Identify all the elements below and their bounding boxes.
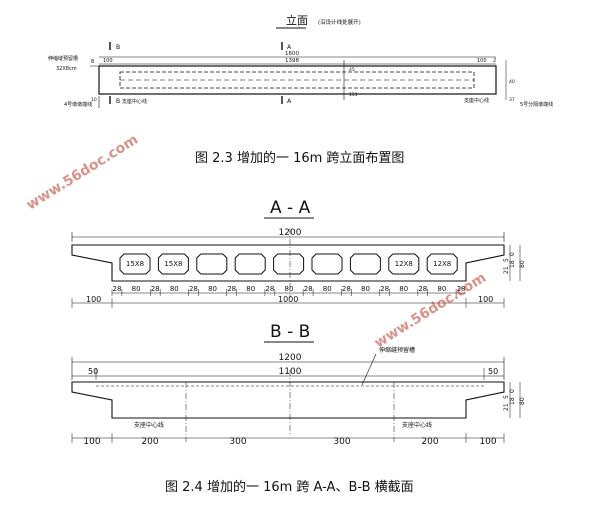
girder-outline [98, 65, 497, 95]
section-a-marker-top: A [287, 44, 292, 51]
section-bb-dim-right-top: 50 [488, 367, 498, 376]
section-bb-bdim-5: 200 [421, 437, 438, 447]
hollow-cell [273, 253, 305, 275]
section-bb-center-left: 支座中心线 [134, 421, 164, 429]
section-bb-dim-total: 1200 [279, 353, 302, 363]
caption-figure-2-4: 图 2.4 增加的一 16m 跨 A-A、B-B 横截面 [165, 479, 414, 495]
section-bb-right-dim-0: 0 [509, 389, 516, 393]
section-bb-dim-left-top: 50 [88, 367, 98, 376]
section-aa-bottom-dim: 28 [265, 285, 274, 293]
section-aa-bottom-dim: 28 [112, 285, 121, 293]
watermark-left: www.56doc.com [24, 132, 141, 214]
elevation-dim-right-a: 100 [477, 58, 487, 64]
section-aa-right-dim-80: 80 [519, 260, 526, 268]
section-bb-groove-label: 伸缩缝预留槽 [379, 346, 415, 354]
section-aa-bottom-dim: 28 [457, 285, 466, 293]
right-label-pier-end: 5号分隔墩端线 [520, 101, 553, 108]
section-aa-bottom-dim: 28 [304, 285, 313, 293]
section-aa-right-dim-5: 5 [503, 258, 510, 262]
hollow-cell-label: 12X8 [433, 260, 451, 268]
section-aa-bottom-dim: 80 [361, 285, 370, 293]
section-a-marker-bottom: A [287, 98, 292, 105]
hollow-cell [349, 253, 381, 275]
section-aa-bottom-dim: 80 [437, 285, 446, 293]
elevation-dim-left-bottom: 10 [91, 97, 97, 103]
section-aa-bottom-dim: 28 [418, 285, 427, 293]
section-aa-bottom-dim: 80 [399, 285, 408, 293]
section-aa-outline [71, 244, 505, 282]
left-label-pier-end: 4号墩墩端线 [64, 101, 92, 108]
elevation-dim-inner: 1398 [285, 58, 299, 64]
caption-figure-2-3: 图 2.3 增加的一 16m 跨立面布置图 [195, 150, 404, 166]
section-aa-bottom-dim: 80 [132, 285, 141, 293]
hollow-cell [234, 253, 266, 275]
section-bb-bdim-3: 300 [229, 437, 246, 447]
section-bb-bdim-4: 300 [333, 437, 350, 447]
hollow-cell [119, 253, 151, 275]
left-label-groove: 伸缩缝预留槽 [48, 55, 78, 62]
section-aa-bottom-dim: 28 [227, 285, 236, 293]
hollow-cell [311, 253, 343, 275]
elevation-title: 立面 [286, 13, 308, 27]
elevation-dim-top-ctr: 45 [349, 67, 355, 73]
hollow-cell [388, 253, 420, 275]
section-aa-right-dim-18: 18 [509, 260, 516, 268]
section-bb: B - B 1200 1100 50 50 伸缩缝预留槽 支座中心线 支座中心线… [71, 322, 526, 447]
center-line-left: 支座中心线 [122, 98, 147, 105]
section-bb-title: B - B [270, 322, 310, 342]
hollow-cell-label: 15X8 [164, 260, 182, 268]
elevation-dim-right-bottom: 37 [509, 97, 515, 103]
watermark-right: www.56doc.com [372, 270, 489, 352]
section-aa-bottom-dims: 28 80 28 80 28 80 28 80 28 80 28 80 28 80 28 80 28 80 28 [111, 285, 466, 296]
hollow-cell-label: 15X8 [126, 260, 144, 268]
section-aa-bottom-dim: 80 [246, 285, 255, 293]
section-aa-bottom-dim: 80 [170, 285, 179, 293]
hollow-cell-label: 12X8 [395, 260, 413, 268]
right-label-center: 支座中心线 [464, 97, 489, 104]
elevation-title-note: (沿设计线处展开) [318, 18, 361, 26]
hollow-cell [157, 253, 189, 275]
section-bb-bdim-6: 100 [479, 437, 496, 447]
section-aa-right-dim-21: 21 [503, 266, 510, 274]
section-aa-bottom-dim: 28 [189, 285, 198, 293]
section-b-marker-top: B [116, 44, 120, 51]
elevation-dim-left: 100 [103, 58, 113, 64]
section-aa-bottom-dim: 80 [285, 285, 294, 293]
section-aa-cells: 15X8 15X8 12X8 12X8 [119, 253, 458, 275]
section-bb-right-dim-21: 21 [503, 403, 510, 411]
section-aa-bottom-dim: 80 [208, 285, 217, 293]
section-aa-dim-left: 100 [86, 295, 101, 304]
section-aa-bottom-dim: 80 [323, 285, 332, 293]
section-bb-right-dim-80: 80 [519, 397, 526, 405]
hollow-cell [426, 253, 458, 275]
elevation-dim-right-side: 40 [509, 79, 515, 85]
section-bb-bdim-1: 100 [83, 437, 100, 447]
section-aa-title: A - A [270, 198, 311, 218]
section-aa-bottom-dim: 28 [151, 285, 160, 293]
hollow-cell [196, 253, 228, 275]
elevation-dim-bot-ctr: 151 [349, 92, 358, 98]
section-bb-right-dim-5: 5 [503, 395, 510, 399]
section-aa-dim-mid: 1000 [278, 295, 298, 304]
left-label-size: 32X8cm [56, 66, 77, 72]
section-aa-bottom-dim: 28 [342, 285, 351, 293]
section-bb-groove-leader [361, 353, 377, 386]
elevation-dim-total: 1600 [285, 51, 299, 57]
elevation-dim-right-b: 2 [493, 58, 496, 64]
elevation-dim-left-small: 8 [91, 59, 94, 65]
section-aa-bottom-dim: 28 [380, 285, 389, 293]
section-bb-right-dim-18: 18 [509, 397, 516, 405]
section-bb-center-right: 支座中心线 [402, 421, 432, 429]
elevation-view: 立面 (沿设计线处展开) B B A A 1600 1398 100 100 2… [48, 13, 553, 108]
section-b-marker-bottom: B [116, 98, 120, 105]
section-aa-dim-right: 100 [478, 295, 493, 304]
section-bb-outline [71, 381, 505, 419]
section-bb-bdim-2: 200 [141, 437, 158, 447]
section-aa-right-dim-0: 0 [509, 252, 516, 256]
